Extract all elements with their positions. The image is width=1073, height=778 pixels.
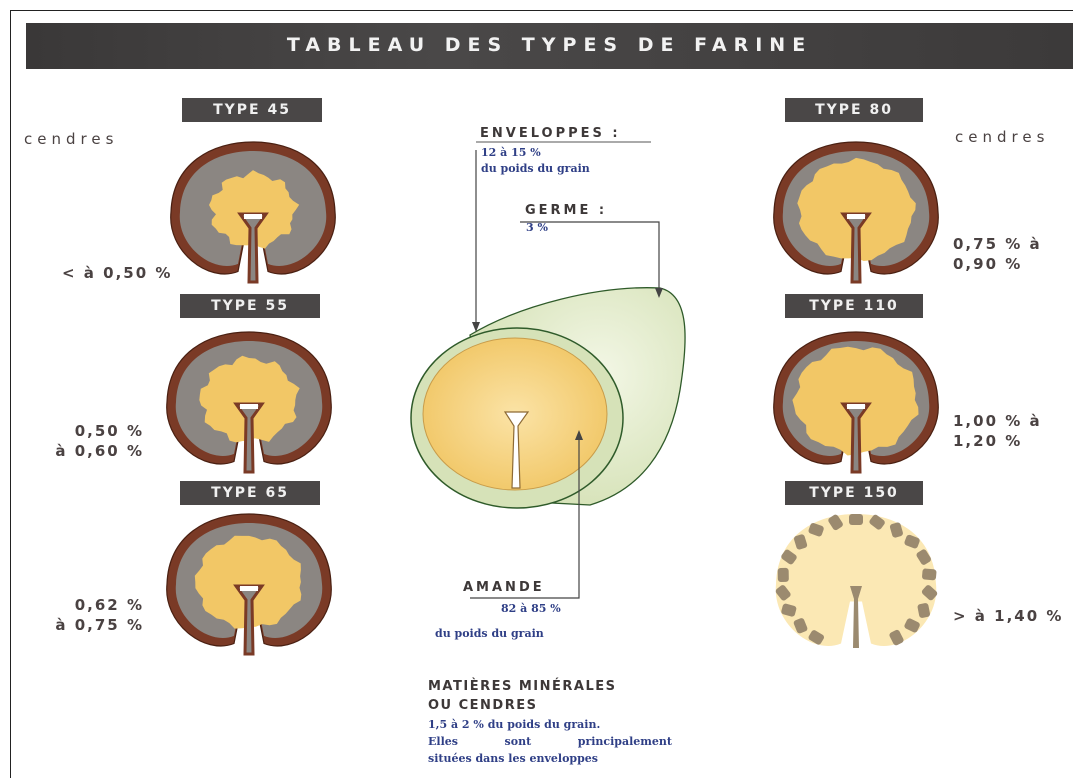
amande-pct: 82 à 85 % (501, 602, 561, 615)
mineral-line1: 1,5 à 2 % du poids du grain. (428, 716, 672, 733)
mineral-title-line1: MATIÈRES MINÉRALES (428, 677, 616, 696)
germe-pct: 3 % (526, 221, 548, 234)
enveloppes-desc: du poids du grain (481, 162, 590, 175)
enveloppes-pct: 12 à 15 % (481, 146, 541, 159)
germe-title: GERME : (525, 203, 607, 218)
mineral-title: MATIÈRES MINÉRALES OU CENDRES (428, 677, 616, 715)
amande-title: AMANDE (463, 580, 545, 595)
enveloppes-title: ENVELOPPES : (480, 126, 621, 141)
mineral-line3: situées dans les enveloppes (428, 750, 672, 767)
mineral-line2: Elles sont principalement (428, 733, 672, 750)
amande-desc: du poids du grain (435, 627, 544, 640)
mineral-description: 1,5 à 2 % du poids du grain. Elles sont … (428, 716, 672, 767)
mineral-title-line2: OU CENDRES (428, 696, 616, 715)
